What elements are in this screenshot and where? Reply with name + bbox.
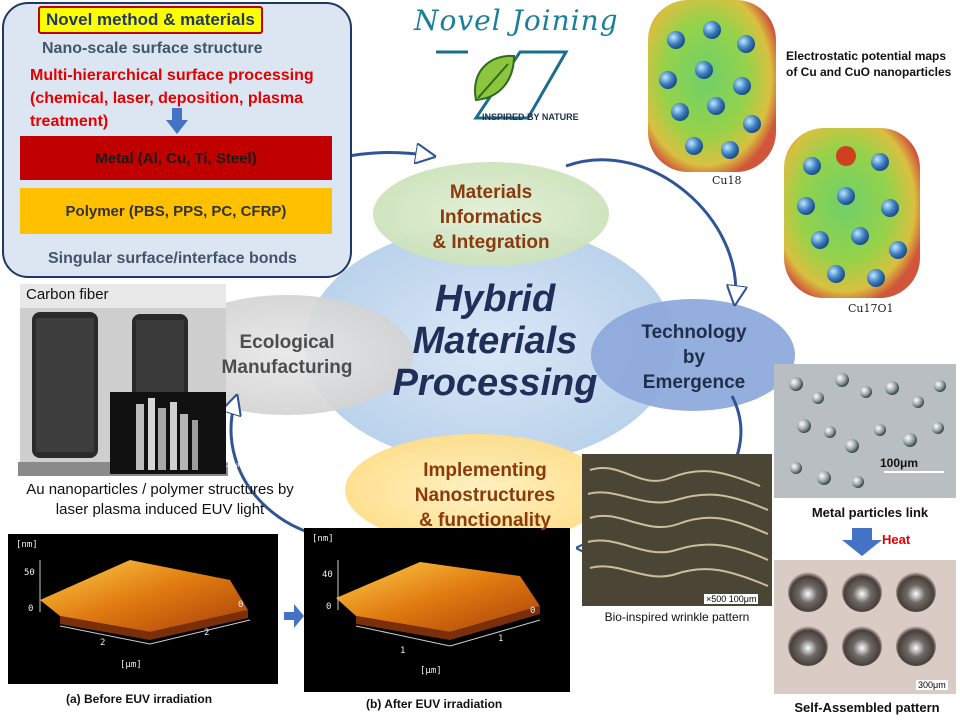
logo-leaf-icon <box>474 54 516 102</box>
particle-scale-label: 100μm <box>880 456 919 470</box>
afm-right-arrow-icon <box>284 604 304 628</box>
sem-fiber-inset <box>110 392 226 474</box>
technology-emergence-text: Technology by Emergence <box>596 320 792 395</box>
after-euv-caption: (b) After EUV irradiation <box>366 697 503 711</box>
hybrid-line-2: Materials <box>412 320 578 362</box>
multi-hierarchical-text: Multi-hierarchical surface processing (c… <box>30 67 314 130</box>
before-euv-caption: (a) Before EUV irradiation <box>66 692 213 706</box>
afm-after-x-tick: 1 <box>400 646 406 656</box>
implementing-nanostructures-text: Implementing Nanostructures & functional… <box>380 458 590 533</box>
afm-before-y-tick-0: 0 <box>238 600 244 610</box>
nano-scale-text: Nano-scale surface structure <box>42 40 263 57</box>
assembled-scale-label: 300μm <box>916 680 948 690</box>
hybrid-line-3: Processing <box>392 362 598 404</box>
methods-title: Novel method & materials <box>38 6 263 34</box>
tech-line-2: by <box>682 347 706 368</box>
afm-before-x-tick: 2 <box>100 638 106 648</box>
ecological-manufacturing-text: Ecological Manufacturing <box>192 330 382 380</box>
heat-label: Heat <box>882 532 911 547</box>
carbon-fiber-label: Carbon fiber <box>26 286 109 303</box>
sem-scale-label: 20um <box>226 462 244 469</box>
wrinkle-pattern-photo <box>582 454 772 606</box>
metal-particles-caption: Metal particles link <box>811 505 929 520</box>
cu18-molecule-image <box>648 0 776 172</box>
afm-before-y-tick-2: 2 <box>204 628 210 638</box>
impl-line-2: Nanostructures <box>414 485 556 506</box>
eco-line-1: Ecological <box>239 332 335 353</box>
tech-line-1: Technology <box>641 322 747 343</box>
metal-band: Metal (Al, Cu, Ti, Steel) <box>20 136 332 180</box>
singular-bonds-text: Singular surface/interface bonds <box>48 250 297 267</box>
logo-tagline: INSPIRED BY NATURE <box>482 112 579 122</box>
materials-informatics-ellipse <box>373 162 609 266</box>
hybrid-materials-processing-text: Hybrid Materials Processing <box>330 278 660 404</box>
afm-after-plot <box>304 528 570 692</box>
afm-after-z-tick-40: 40 <box>322 570 333 580</box>
afm-after-y-tick-1: 1 <box>498 634 504 644</box>
wrinkle-scale-label: ×500 100μm <box>704 594 759 604</box>
afm-before-z-tick-50: 50 <box>24 568 35 578</box>
afm-before-z-unit: [nm] <box>16 540 38 550</box>
materials-informatics-text: Materials Informatics & Integration <box>376 180 606 255</box>
afm-before-xy-unit: [μm] <box>120 660 142 670</box>
heat-down-arrow-icon <box>842 528 882 556</box>
eco-line-2: Manufacturing <box>221 357 353 378</box>
hybrid-line-1: Hybrid <box>434 278 556 320</box>
polymer-band: Polymer (PBS, PPS, PC, CFRP) <box>20 188 332 234</box>
afm-after-xy-unit: [μm] <box>420 666 442 676</box>
afm-before-plot <box>8 534 278 684</box>
impl-line-1: Implementing <box>423 460 547 481</box>
self-assembled-photo <box>774 560 956 694</box>
technology-ellipse <box>591 299 795 411</box>
afm-before-z-tick-0: 0 <box>28 604 34 614</box>
self-assembled-caption: Self-Assembled pattern <box>794 700 940 715</box>
implementing-ellipse <box>345 434 607 546</box>
electrostatic-caption: Electrostatic potential maps of Cu and C… <box>786 49 952 79</box>
mat-info-line-2: Informatics <box>439 207 543 228</box>
afm-after-z-unit: [nm] <box>312 534 334 544</box>
cu17o1-molecule-image <box>784 128 920 298</box>
hybrid-ellipse <box>305 225 675 465</box>
metal-particles-photo <box>774 364 956 498</box>
au-nanoparticles-caption: Au nanoparticles / polymer structures by… <box>26 481 294 518</box>
logo-title: Novel Joining <box>414 4 619 37</box>
afm-after-y-tick-0: 0 <box>530 606 536 616</box>
mat-info-line-3: & Integration <box>432 232 550 253</box>
cu18-label: Cu18 <box>712 174 742 187</box>
wrinkle-caption: Bio-inspired wrinkle pattern <box>604 610 750 624</box>
mat-info-line-1: Materials <box>449 182 533 203</box>
cu17o1-label: Cu17O1 <box>848 302 894 315</box>
afm-after-z-tick-0: 0 <box>326 602 332 612</box>
down-arrow-icon <box>166 108 188 134</box>
impl-line-3: & functionality <box>419 510 551 531</box>
cycle-arrow-top-right <box>565 158 736 302</box>
tech-line-3: Emergence <box>642 372 746 393</box>
